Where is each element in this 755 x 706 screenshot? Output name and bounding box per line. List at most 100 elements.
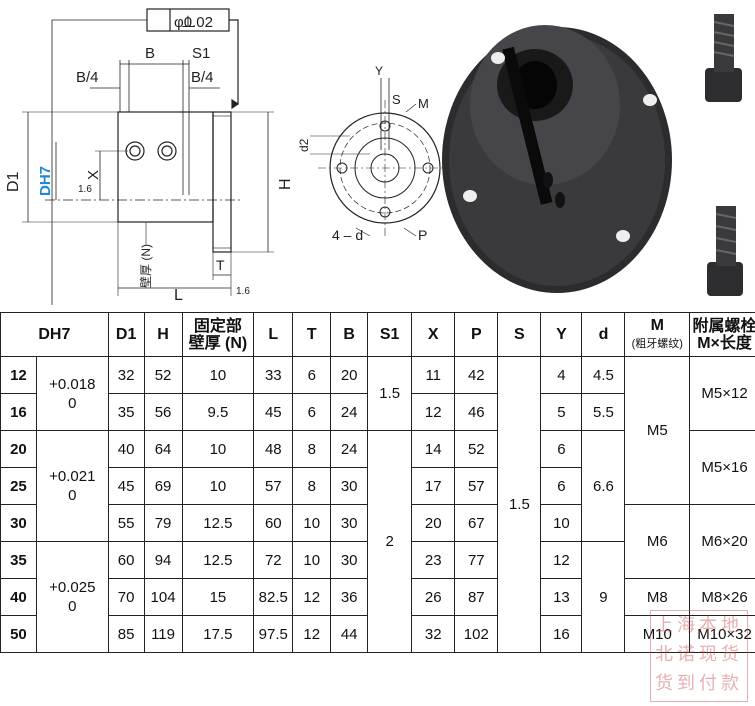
side-view xyxy=(22,8,274,305)
cell-n: 15 xyxy=(181,578,255,616)
header-p: P xyxy=(454,312,499,357)
cell-bolt: M8×26 xyxy=(689,578,755,616)
front-view xyxy=(310,78,452,237)
technical-drawing: ⊥ φ0.02 B S1 B/4 B/4 D1 DH7 X 1.6 H 壁厚 (… xyxy=(5,8,743,305)
cell-dd: 6.6 xyxy=(581,430,626,542)
cell-y: 4 xyxy=(540,356,583,394)
bolt-image-bottom xyxy=(707,206,743,296)
tol-plus: +0.025 xyxy=(49,579,96,596)
cell-h: 52 xyxy=(143,356,183,394)
cell-h: 94 xyxy=(143,541,183,579)
header-n-main: 固定部 xyxy=(193,317,242,335)
header-m-main: M xyxy=(650,316,664,334)
label-p: P xyxy=(418,227,427,243)
cell-d1: 35 xyxy=(107,393,145,431)
cell-l: 72 xyxy=(253,541,294,579)
table-row: 16 35 56 9.5 45 6 24 12 46 5 5.5 xyxy=(0,393,755,431)
cell-dd: 9 xyxy=(581,541,626,653)
cell-t: 6 xyxy=(292,393,332,431)
cell-d: 35 xyxy=(0,541,37,579)
header-dh7: DH7 xyxy=(0,312,109,357)
label-m: M xyxy=(418,96,429,111)
cell-h: 79 xyxy=(143,504,183,542)
cell-y: 6 xyxy=(540,467,583,505)
table-row: 30 55 79 12.5 60 10 30 20 67 10 M6 M6×20 xyxy=(0,504,755,579)
header-d: d xyxy=(581,312,626,357)
cell-y: 10 xyxy=(540,504,583,542)
cell-y: 16 xyxy=(540,615,583,653)
header-bolt-sub: M×长度 xyxy=(697,334,752,352)
cell-h: 69 xyxy=(143,467,183,505)
cell-l: 97.5 xyxy=(253,615,294,653)
label-angle: 1.6 xyxy=(78,184,92,195)
label-b4-left: B/4 xyxy=(76,69,99,86)
header-t: T xyxy=(292,312,332,357)
header-n: 固定部壁厚 (N) xyxy=(181,312,255,357)
cell-x: 26 xyxy=(411,578,456,616)
watermark-stamp: 上海本地 北诺现货 货到付款 xyxy=(650,610,748,702)
table-row: 25 45 69 10 57 8 30 17 57 6 xyxy=(0,467,755,505)
table-row: 50 85 119 17.5 97.5 12 44 32 102 16 M10 … xyxy=(0,615,755,653)
cell-l: 57 xyxy=(253,467,294,505)
cell-d: 50 xyxy=(0,615,37,653)
label-d2: d2 xyxy=(297,138,311,152)
cell-b: 44 xyxy=(330,615,369,653)
cell-s: 1.5 xyxy=(497,356,542,653)
cell-s1: 1.5 xyxy=(367,356,413,431)
header-l: L xyxy=(253,312,294,357)
header-x: X xyxy=(411,312,456,357)
tol-plus: +0.018 xyxy=(49,375,96,393)
label-y: Y xyxy=(375,64,383,78)
cell-n: 10 xyxy=(181,467,255,505)
cell-b: 30 xyxy=(330,504,369,542)
tol-zero: 0 xyxy=(68,598,77,615)
cell-x: 11 xyxy=(411,356,456,394)
cell-t: 12 xyxy=(292,615,332,653)
cell-h: 64 xyxy=(143,430,183,468)
header-h: H xyxy=(143,312,183,357)
cell-y: 13 xyxy=(540,578,583,616)
cell-h: 104 xyxy=(143,578,183,616)
cell-t: 12 xyxy=(292,578,332,616)
cell-p: 52 xyxy=(454,430,499,468)
table-header-row: DH7 D1 H 固定部壁厚 (N) L T B S1 X P S Y d M(… xyxy=(0,312,755,357)
header-s1: S1 xyxy=(367,312,413,357)
header-b: B xyxy=(330,312,369,357)
tol-zero: 0 xyxy=(68,394,77,412)
label-d1: D1 xyxy=(5,171,22,192)
cell-p: 46 xyxy=(454,393,499,431)
label-l: L xyxy=(174,287,183,304)
label-b4-right: B/4 xyxy=(191,69,214,86)
label-x: X xyxy=(85,170,102,180)
cell-p: 87 xyxy=(454,578,499,616)
cell-n: 10 xyxy=(181,430,255,468)
cell-h: 119 xyxy=(143,615,183,653)
cell-d1: 85 xyxy=(107,615,145,653)
cell-l: 33 xyxy=(253,356,294,394)
cell-d: 16 xyxy=(0,393,37,431)
cell-m: M5 xyxy=(624,356,691,505)
cell-d: 40 xyxy=(0,578,37,616)
cell-t: 8 xyxy=(292,430,332,468)
cell-b: 30 xyxy=(330,541,369,579)
cell-x: 17 xyxy=(411,467,456,505)
spec-table: DH7 D1 H 固定部壁厚 (N) L T B S1 X P S Y d M(… xyxy=(0,312,755,653)
cell-t: 10 xyxy=(292,504,332,542)
label-b: B xyxy=(145,45,155,62)
cell-p: 57 xyxy=(454,467,499,505)
cell-x: 14 xyxy=(411,430,456,468)
cell-t: 6 xyxy=(292,356,332,394)
cell-n: 17.5 xyxy=(181,615,255,653)
cell-d1: 45 xyxy=(107,467,145,505)
header-m-sub: (粗牙螺纹) xyxy=(631,337,683,350)
cell-h: 56 xyxy=(143,393,183,431)
cell-y: 12 xyxy=(540,541,583,579)
stamp-line3: 货到付款 xyxy=(655,673,743,693)
cell-d: 30 xyxy=(0,504,37,542)
cell-bolt: M6×20 xyxy=(689,504,755,579)
